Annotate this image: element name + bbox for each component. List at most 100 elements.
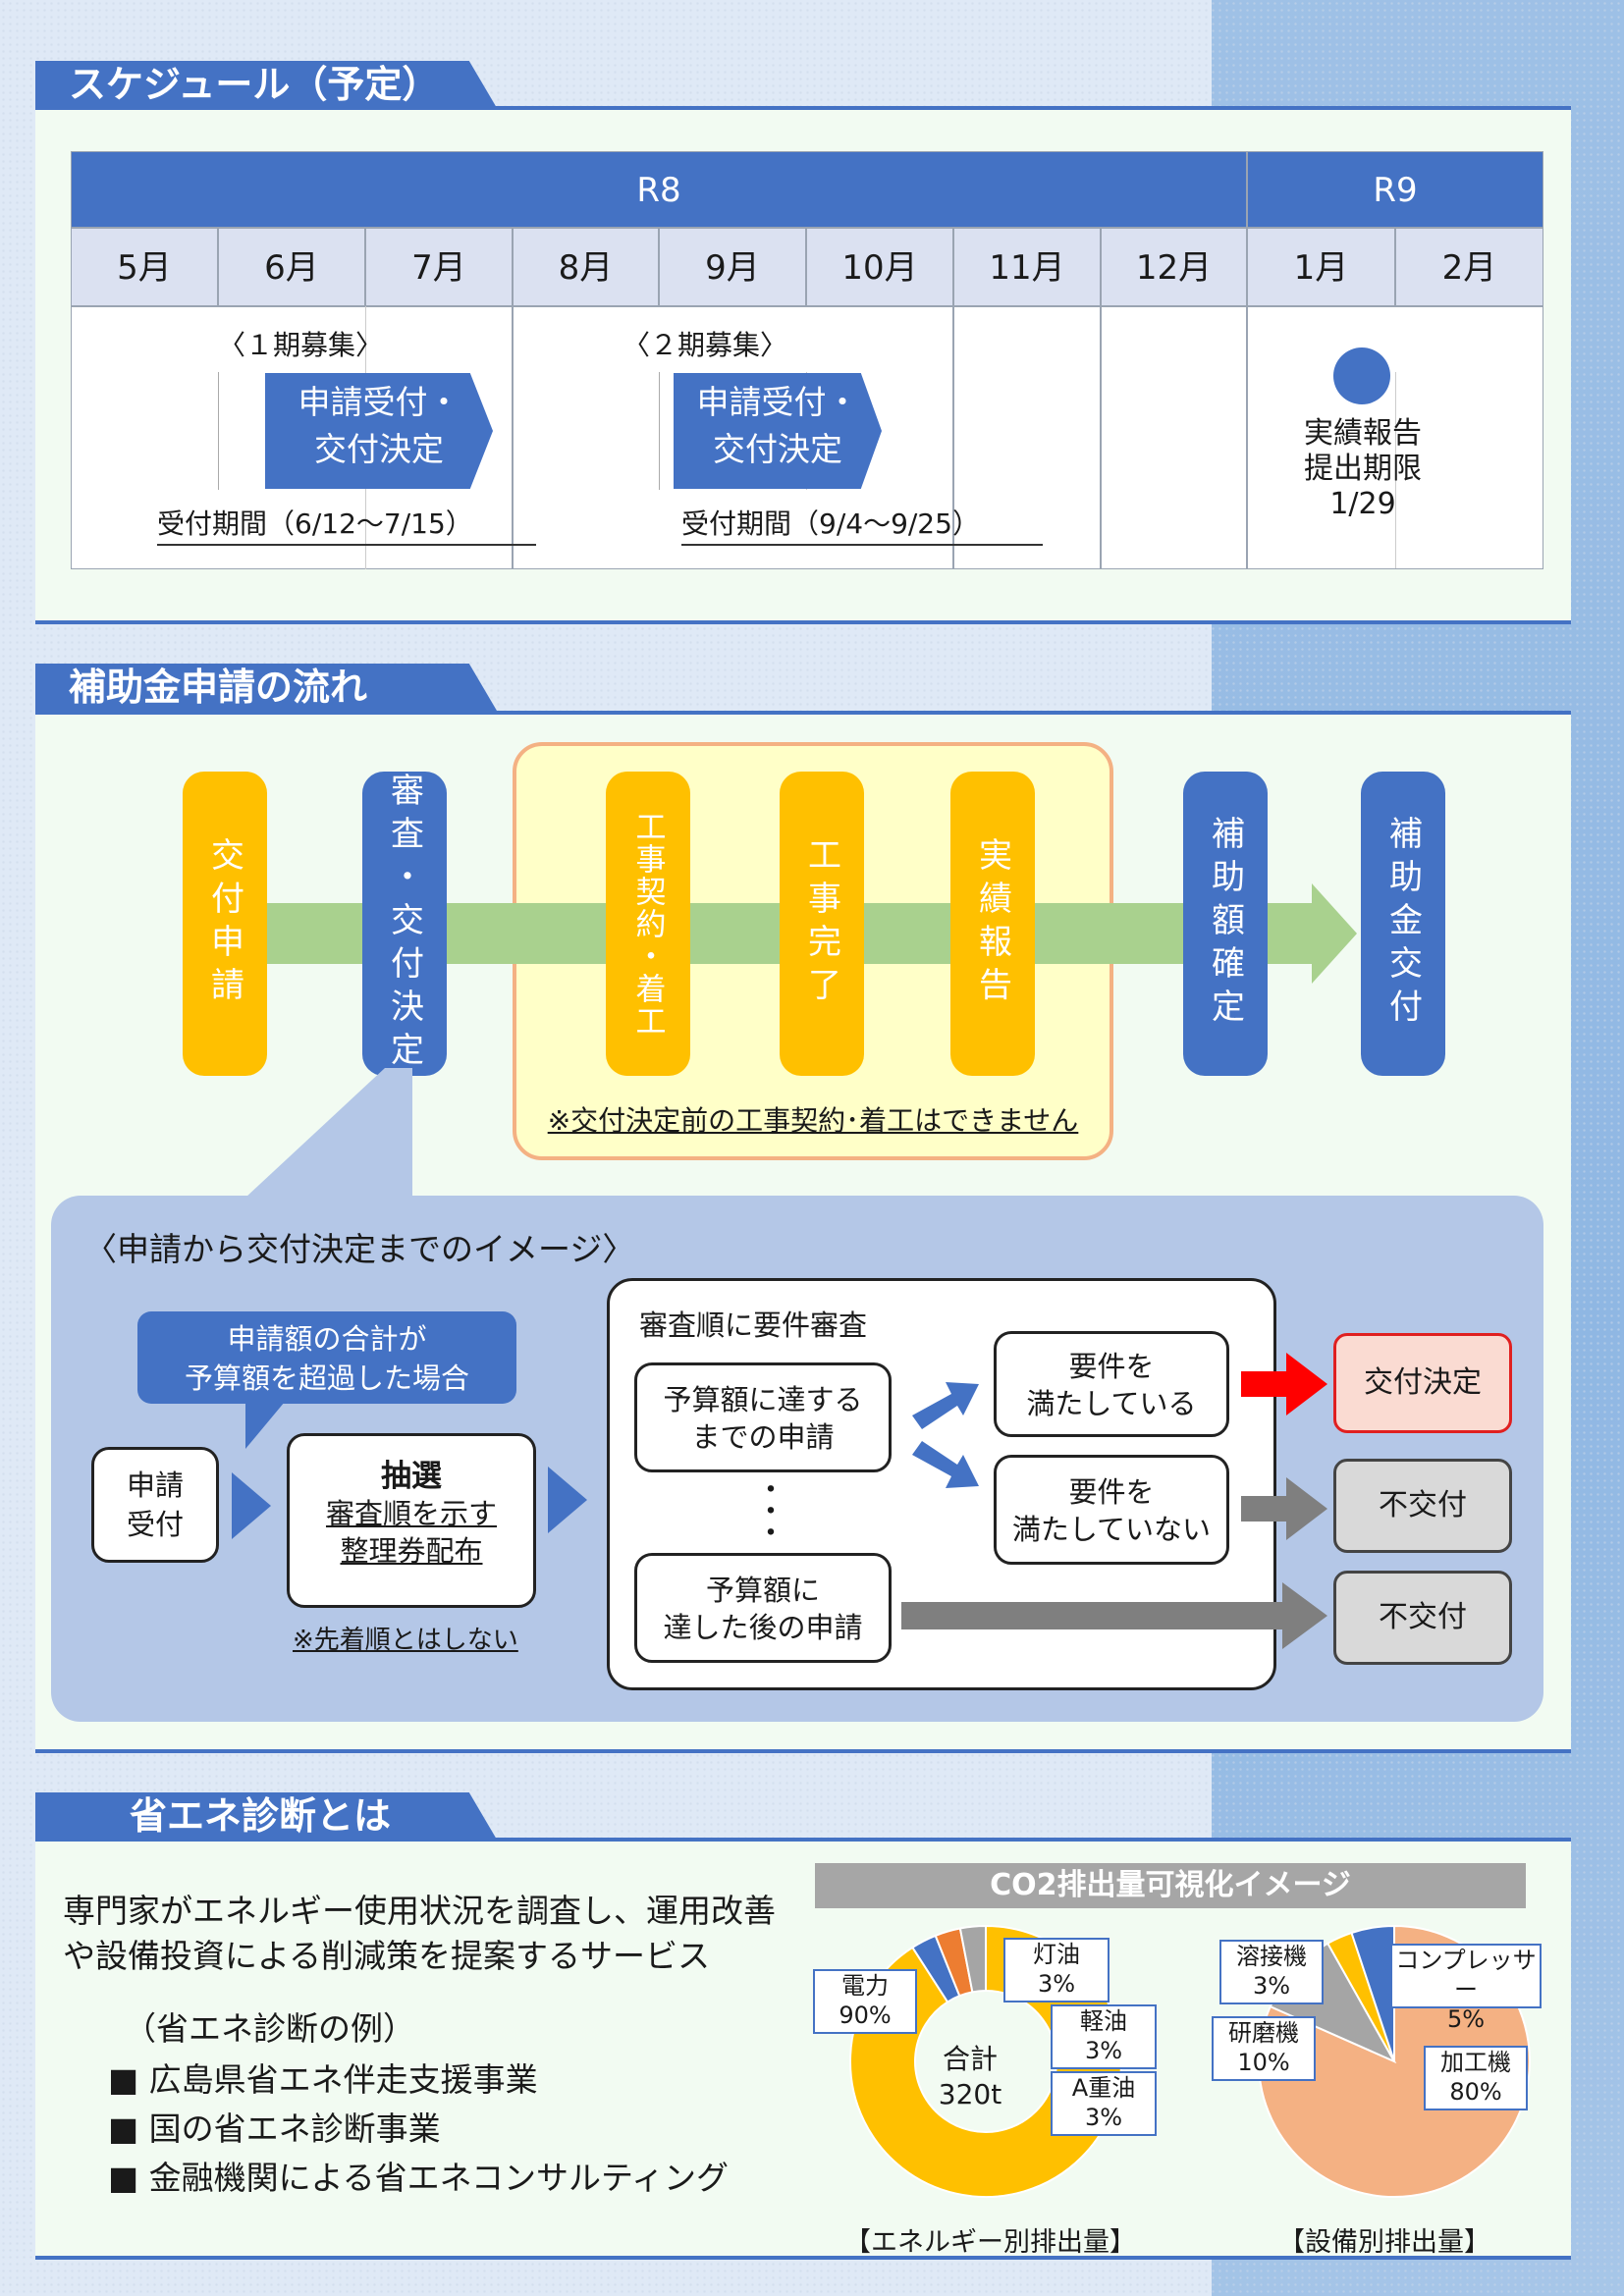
callout-line2: 予算額を超過した場合 — [184, 1362, 469, 1395]
slice-name: 軽油 — [1080, 2007, 1127, 2035]
flow-bottom-rule — [35, 1749, 1571, 1753]
slice-name: 研磨機 — [1228, 2019, 1299, 2047]
slice-label-diesel: 軽油 3% — [1051, 2004, 1157, 2069]
lottery-line2: 整理券配布 — [340, 1534, 483, 1568]
diag-heading-rule — [35, 1838, 1571, 1842]
result-arrows — [901, 1353, 1327, 1649]
pie-slice — [1350, 1924, 1395, 2062]
deadline-line2: 提出期限 — [1304, 452, 1422, 486]
phase2-box: 申請受付・ 交付決定 — [674, 373, 882, 489]
arrow-to-lottery — [232, 1472, 271, 1539]
step-amount-fixed: 補助額確定 — [1183, 772, 1268, 1076]
diag-description: 専門家がエネルギー使用状況を調査し、運用改善 や設備投資による削減策を提案するサ… — [63, 1889, 776, 1979]
pie1-center-line1: 合計 — [942, 2043, 998, 2075]
meets-requirements-box: 要件を 満たしている — [994, 1331, 1229, 1437]
month-cell: 10月 — [806, 228, 953, 306]
schedule-bottom-rule — [35, 620, 1571, 624]
step-review-decision: 審査・交付決定 — [362, 772, 447, 1076]
schedule-heading-rule — [35, 106, 1571, 110]
slice-label-heavy-oil: A重油 3% — [1051, 2071, 1157, 2136]
callout-pointer — [245, 1068, 412, 1198]
lottery-note: ※先着順とはしない — [293, 1626, 518, 1655]
diag-examples-label: （省エネ診断の例） — [124, 2009, 415, 2048]
month-cell: 12月 — [1101, 228, 1247, 306]
flow-arrow-head — [1312, 883, 1357, 984]
month-cell: 1月 — [1247, 228, 1395, 306]
month-cell: 2月 — [1395, 228, 1543, 306]
slice-value: 3% — [1037, 1970, 1076, 1998]
phase2-box-line2: 交付決定 — [713, 430, 842, 468]
pie1-title: 【エネルギー別排出量】 — [844, 2227, 1136, 2258]
slice-name: 灯油 — [1033, 1941, 1080, 1968]
phase2-label: 〈２期募集〉 — [623, 329, 788, 361]
flow-heading-rule — [35, 711, 1571, 715]
slice-label-machining: 加工機 80% — [1424, 2046, 1528, 2110]
ng-line1: 要件を — [1068, 1475, 1155, 1509]
step-completion: 工事完了 — [780, 772, 864, 1076]
slice-label-kerosene: 灯油 3% — [1003, 1938, 1110, 2002]
grant-decision-box: 交付決定 — [1333, 1333, 1512, 1433]
apply-line2: 受付 — [126, 1508, 184, 1541]
callout-tail — [245, 1402, 285, 1449]
deadline-text: 実績報告 提出期限 1/29 — [1276, 416, 1449, 522]
slice-value: 10% — [1237, 2049, 1290, 2076]
lottery-line1: 審査順を示す — [325, 1497, 497, 1530]
flow-heading: 補助金申請の流れ — [35, 664, 497, 711]
step-payment: 補助金交付 — [1361, 772, 1445, 1076]
phase2-box-line1: 申請受付・ — [696, 383, 859, 421]
slice-value: 3% — [1252, 1972, 1291, 2000]
callout-box: 申請額の合計が 予算額を超過した場合 — [137, 1311, 516, 1404]
month-cell: 5月 — [71, 228, 218, 306]
fork-arrows — [912, 1382, 979, 1488]
deadline-dot — [1333, 347, 1390, 404]
month-cell: 9月 — [659, 228, 806, 306]
slice-name: A重油 — [1071, 2074, 1136, 2102]
slice-name: 溶接機 — [1236, 1943, 1307, 1970]
slice-value: 80% — [1449, 2078, 1502, 2106]
image-title: 〈申請から交付決定までのイメージ〉 — [84, 1230, 635, 1268]
step-grant-application: 交付申請 — [183, 772, 267, 1076]
phase1-label: 〈１期募集〉 — [218, 329, 384, 361]
schedule-table: R8 R9 5月 6月 7月 8月 9月 10月 11月 12月 1月 2月 〈… — [71, 151, 1543, 569]
deadline-line1: 実績報告 — [1304, 416, 1422, 451]
no-grant-box-2: 不交付 — [1333, 1571, 1512, 1665]
pie1-center-line2: 320t — [938, 2078, 1002, 2110]
month-cell: 11月 — [953, 228, 1101, 306]
deadline-line3: 1/29 — [1329, 487, 1396, 521]
slice-name: 電力 — [841, 1972, 889, 2000]
month-cell: 6月 — [218, 228, 365, 306]
ok-line2: 満たしている — [1026, 1387, 1197, 1420]
after-line1: 予算額に — [705, 1574, 820, 1607]
phase1-box-line2: 交付決定 — [314, 430, 444, 468]
before-budget-box: 予算額に達する までの申請 — [634, 1362, 892, 1472]
before-line2: までの申請 — [691, 1420, 835, 1454]
phase1-box: 申請受付・ 交付決定 — [265, 373, 493, 489]
slice-label-grinder: 研磨機 10% — [1212, 2016, 1316, 2081]
divider — [1395, 372, 1396, 568]
diag-bottom-rule — [35, 2256, 1571, 2260]
no-grant-box-1: 不交付 — [1333, 1459, 1512, 1553]
slice-label-welder: 溶接機 3% — [1219, 1940, 1324, 2004]
phase2-period: 受付期間（9/4～9/25） — [681, 503, 1043, 546]
construction-note: ※交付決定前の工事契約･着工はできません — [547, 1104, 1079, 1137]
lottery-title: 抽選 — [381, 1459, 442, 1494]
before-line1: 予算額に達する — [663, 1383, 863, 1416]
phase1-period: 受付期間（6/12～7/15） — [157, 503, 536, 546]
diag-example-item: ■ 国の省エネ診断事業 — [108, 2109, 441, 2148]
month-cell: 8月 — [513, 228, 659, 306]
after-line2: 達した後の申請 — [663, 1611, 863, 1644]
slice-label-compressor: コンプレッサー 5% — [1390, 1944, 1542, 2033]
slice-value: 90% — [839, 2002, 892, 2029]
phase1-box-line1: 申請受付・ — [298, 383, 460, 421]
arrow-to-review — [548, 1467, 587, 1533]
diag-desc-line1: 専門家がエネルギー使用状況を調査し、運用改善 — [63, 1892, 776, 1930]
month-cell: 7月 — [365, 228, 513, 306]
pie1-center-label: 合計 320t — [923, 2042, 1017, 2112]
lottery-box: 抽選 審査順を示す 整理券配布 — [287, 1433, 536, 1608]
after-budget-box: 予算額に 達した後の申請 — [634, 1553, 892, 1663]
diag-desc-line2: や設備投資による削減策を提案するサービス — [63, 1937, 711, 1975]
ng-line2: 満たしていない — [1011, 1513, 1212, 1546]
apply-box: 申請 受付 — [91, 1447, 219, 1563]
year-r8: R8 — [71, 151, 1247, 228]
diag-example-item: ■ 金融機関による省エネコンサルティング — [108, 2159, 730, 2197]
